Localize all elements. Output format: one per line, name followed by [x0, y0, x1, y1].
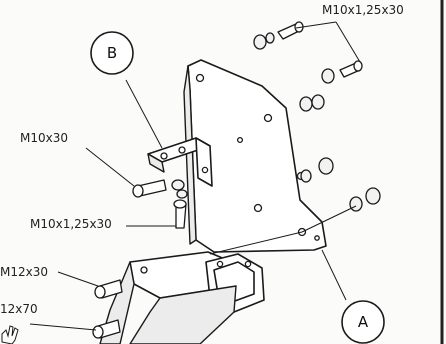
label-bolt-m12-30: M12x30	[0, 265, 48, 279]
label-bolt-top: M10x1,25x30	[322, 3, 404, 17]
callout-a: A	[341, 300, 385, 344]
callout-b-letter: B	[107, 44, 117, 62]
right-nut-group	[299, 94, 381, 233]
square-tube-arm	[99, 251, 265, 344]
angle-bracket	[147, 136, 244, 187]
callout-b: B	[90, 31, 134, 75]
label-bolt-mid: M10x1,25x30	[30, 217, 112, 231]
label-bolt-left: M10x30	[20, 131, 68, 145]
callout-a-letter: A	[358, 313, 369, 331]
leader-lines	[29, 21, 361, 331]
hand-icon[interactable]	[1, 325, 19, 344]
left-bolt-group	[92, 179, 188, 339]
label-bolt-m12-70: 12x70	[0, 302, 38, 316]
top-bolt-group	[253, 21, 363, 84]
